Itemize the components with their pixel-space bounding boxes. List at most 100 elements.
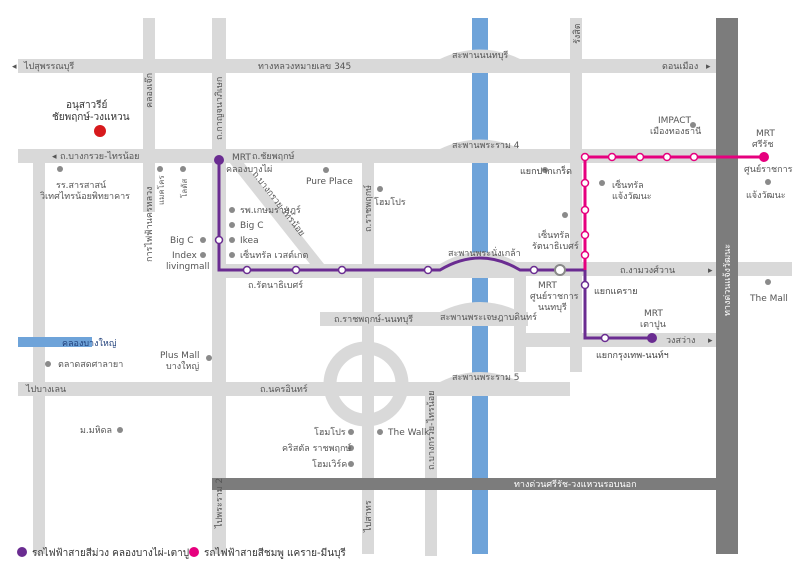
label-monument: อนุสาวรีย์ <box>66 99 107 111</box>
station-pink <box>580 205 590 215</box>
label-rama4-bridge: สะพานพระราม 4 <box>452 141 520 151</box>
label-big-c-2: Big C <box>170 236 194 246</box>
poi-dot <box>562 212 568 218</box>
label-central-rattana: รัตนาธิเบศร์ <box>532 240 579 252</box>
road-hwy345 <box>18 59 716 73</box>
legend: รถไฟฟ้าสายสีม่วง คลองบางไผ่-เตาปูน รถไฟฟ… <box>17 547 346 559</box>
arrow-west: ◂ <box>52 152 57 162</box>
label-mrt-center: MRT <box>538 281 557 291</box>
label-central-westgate: เซ็นทรัล เวสต์เกต <box>240 248 308 261</box>
poi-dot <box>180 166 186 172</box>
label-impact: IMPACT <box>658 116 692 126</box>
label-central-rattana: เซ็นทรัล <box>538 228 570 241</box>
label-market-sala: ตลาดสดศาลายา <box>58 360 123 370</box>
label-khlong-bang-yai: คลองบางใหญ่ <box>62 338 117 349</box>
poi-dot <box>229 252 235 258</box>
label-mrt-srirat: ศรีรัช <box>752 139 774 150</box>
station-purple <box>337 265 347 275</box>
station-khlong-bang-phai <box>214 155 224 165</box>
label-sathorn: ไปสาทร <box>363 500 374 533</box>
poi-dot <box>599 180 605 186</box>
poi-dot <box>377 186 383 192</box>
poi-dot <box>229 207 235 213</box>
label-plus-mall: บางใหญ่ <box>166 361 199 372</box>
label-ngam-wong-wan: ถ.งามวงศ์วาน <box>620 264 675 276</box>
label-hwy345-west: ไปสุพรรณบุรี <box>23 61 74 72</box>
label-bang-kruai: ถ.บางกรวย-ไทรน้อย <box>60 151 139 162</box>
poi-dot <box>323 167 329 173</box>
label-wong-sawang: วงสว่าง <box>666 336 695 346</box>
label-mrt-khlong: คลองบางไผ่ <box>226 164 272 175</box>
bridge-rama4 <box>440 139 520 163</box>
station-pink <box>662 152 672 162</box>
station-purple <box>554 264 566 276</box>
legend-pink-label: รถไฟฟ้าสายสีชมพู แคราย-มีนบุรี <box>204 547 346 559</box>
label-gov-center: แจ้งวัฒนะ <box>746 190 786 201</box>
label-pak-kret-bridge: สะพานพระนั่งเกล้า <box>448 246 521 259</box>
label-mahidol: ม.มหิดล <box>80 425 112 436</box>
roundabout <box>323 341 409 427</box>
label-home-pro-1: โฮมโปร <box>374 197 406 208</box>
poi-dot <box>765 279 771 285</box>
label-rama5-bridge: สะพานพระราม 5 <box>452 373 519 383</box>
label-the-walk: The Walk <box>387 428 430 438</box>
poi-dot <box>229 222 235 228</box>
label-central-chaeng: แจ้งวัฒนะ <box>612 191 652 202</box>
label-impact: เมืองทองธานี <box>650 126 701 137</box>
label-gov-center: ศูนย์ราชการ <box>744 163 793 175</box>
legend-purple-swatch <box>17 547 27 557</box>
bridge-nonthaburi <box>440 49 520 73</box>
label-mrt-tao-poon: เตาปูน <box>640 320 666 330</box>
poi-dot <box>765 179 771 185</box>
road-kfn <box>143 160 155 212</box>
poi-dot <box>348 429 354 435</box>
road-wong-sawang <box>514 333 716 347</box>
label-central-chaeng: เซ็นทรัล <box>612 178 644 191</box>
station-tao-poon <box>647 333 657 343</box>
label-chaiyaphruek: ถ.ชัยพฤกษ์ <box>252 150 295 162</box>
arrow-east: ▸ <box>706 62 711 72</box>
bridge-rama5 <box>440 372 520 396</box>
label-the-mall: The Mall <box>749 294 788 304</box>
label-bang-len: ไปบางเลน <box>25 384 66 395</box>
poi-dot <box>200 252 206 258</box>
label-rangsit: รังสิต <box>572 23 583 44</box>
river <box>472 18 488 554</box>
label-kfn: การไฟฟ้านครหลวง <box>144 186 155 262</box>
arrow-west: ◂ <box>12 62 17 72</box>
label-hwy345: ทางหลวงหมายเลข 345 <box>258 62 351 72</box>
poi-dot <box>117 427 123 433</box>
label-mrt-center: นนทบุรี <box>538 302 567 313</box>
station-pink <box>580 178 590 188</box>
label-lotus: โลตัส <box>179 179 189 198</box>
station-purple <box>529 265 539 275</box>
label-rattanathibet: ถ.รัตนาธิเบศร์ <box>248 279 303 291</box>
label-ikea: Ikea <box>240 236 259 246</box>
station-purple <box>600 333 610 343</box>
poi-dot <box>206 355 212 361</box>
poi-dot <box>348 461 354 467</box>
label-ratchaphruek-non: ถ.ราชพฤกษ์-นนทบุรี <box>334 313 413 325</box>
poi-dot <box>200 237 206 243</box>
label-don-mueang: ดอนเมือง <box>662 61 698 72</box>
purple-line <box>214 155 657 343</box>
label-mrt-tao-poon: MRT <box>644 309 663 319</box>
label-khae-rai: แยกแคราย <box>594 287 638 297</box>
arrow-east: ▸ <box>708 336 713 346</box>
road-rangsit <box>570 18 582 372</box>
label-mrt-center: ศูนย์ราชการ <box>530 290 579 302</box>
station-pink <box>689 152 699 162</box>
bridge-phra-nang-klao <box>440 252 520 278</box>
label-big-c-1: Big C <box>240 221 264 231</box>
road-network <box>18 18 792 556</box>
poi-dot <box>542 167 548 173</box>
label-nonthaburi-bridge: สะพานนนทบุรี <box>452 50 508 61</box>
label-nakhon-in: ถ.นครอินทร์ <box>260 383 308 395</box>
label-kanchanaphisek: ถ.กาญจนาภิเษก <box>214 77 225 140</box>
expressway-outer-ring <box>212 478 738 490</box>
label-index: Index <box>172 251 197 261</box>
station-purple <box>580 280 590 290</box>
station-purple <box>214 235 224 245</box>
